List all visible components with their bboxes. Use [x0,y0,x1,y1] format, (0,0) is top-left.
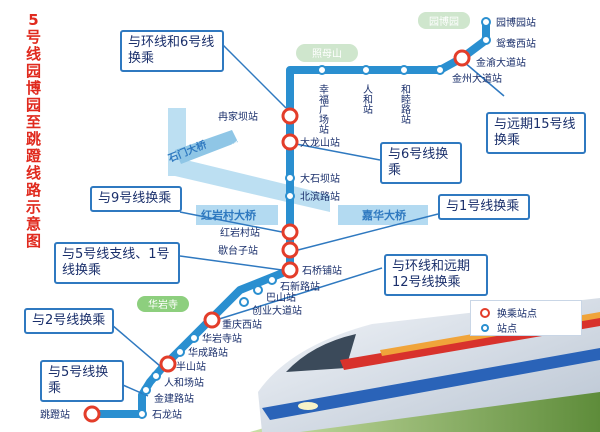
callout-shiqiaopu: 与1号线换乘 [438,194,530,220]
callout-dalongshan: 与6号线换乘 [380,142,462,184]
station-dot-bashan [253,285,263,295]
station-label-renhe: 人和站 [361,84,373,115]
station-dot-renhechang [151,371,161,381]
station-dot-heshui [399,65,409,75]
station-label-dashiba: 大石坝站 [300,172,340,185]
legend-transfer-label: 换乘站点 [497,309,537,320]
station-label-heshui: 和睦路站 [399,84,411,125]
station-dot-shixinlu [267,275,277,285]
train-windshield [286,334,356,372]
regular-stations [137,17,491,419]
callout-banshan: 与5号线换乘 [40,360,124,402]
place-badges: 园博园 照母山 华岩寺 [137,12,470,312]
huayansi-area-label: 华岩寺 [148,298,178,311]
legend: 换乘站点 站点 [470,300,582,336]
station-dot-xingfu [317,65,327,75]
transfer-dot-banshan [159,355,177,373]
station-label-chuangyedadao: 创业大道站 [252,304,302,317]
hongyancun-bridge-band [196,205,278,225]
station-dot-huachenglu [175,347,185,357]
station-label-yuanboyuan: 园博园站 [496,16,536,29]
station-label-huayansi: 华岩寺站 [202,332,242,345]
callout-leaders [99,43,505,397]
vertical-station-labels: 幸福广场站 人和站 和睦路站 [317,84,411,135]
station-label-xingfu: 幸福广场站 [317,84,329,135]
station-dot-chuangyedadao [239,297,249,307]
station-dot-yuanyangxi [481,35,491,45]
legend-transfer-row: 换乘站点 [479,305,537,320]
yuanboyuan-park-badge [418,12,470,29]
station-label-renhechang: 人和场站 [164,376,204,389]
callout-xietaizi: 与5号线支线、1号线换乘 [54,242,180,284]
station-label-shiqiaopu: 石桥铺站 [302,264,342,277]
transfer-dot-ranjiaba [281,107,299,125]
jiahua-bridge-label: 嘉华大桥 [361,208,407,222]
shimen-bridge-band [175,130,238,164]
callout-huayansi: 与2号线换乘 [24,308,114,334]
station-labels: 园博园站 鸳鸯西站 金渝大道站 金州大道站 冉家坝站 大龙山站 大石坝站 北滨路… [40,16,536,421]
hongyancun-bridge-label: 红岩村大桥 [201,208,257,222]
station-dot-shilong [137,409,147,419]
station-label-ranjiaba: 冉家坝站 [218,110,258,123]
zhaomushan-label: 照母山 [312,48,342,60]
station-dot-beibinlu [285,191,295,201]
train-blue-stripe [262,348,600,420]
station-label-jinjianlu: 金建路站 [154,392,194,405]
callout-hongyancun: 与9号线换乘 [90,186,182,212]
callout-ranjiaba: 与环线和6号线换乘 [120,30,224,72]
yuanboyuan-park-label: 园博园 [429,15,459,28]
transfer-dot-jinyudadao [453,49,471,67]
station-dot-huayansi [189,333,199,343]
transfer-dot-dalongshan [281,133,299,151]
legend-station-label: 站点 [497,324,517,335]
station-label-xietaizi: 歇台子站 [218,244,258,257]
station-label-yuanyangxi: 鸳鸯西站 [496,37,536,50]
station-label-shixinlu: 石新路站 [280,280,320,293]
station-label-jinzhoudadao: 金州大道站 [452,72,502,85]
station-icon [481,323,489,332]
station-label-banshan: 半山站 [176,360,206,373]
transfer-dot-tiaodeng [83,405,101,423]
station-label-hongyancun: 红岩村站 [220,226,260,239]
station-label-jinyudadao: 金渝大道站 [476,56,526,69]
station-label-chongqingxi: 重庆西站 [222,318,262,331]
transfer-stations [83,49,471,423]
map-title: 5号线园博园至跳蹬线路示意图 [25,11,42,250]
transfer-dot-shiqiaopu [281,261,299,279]
station-label-dalongshan: 大龙山站 [300,136,340,149]
transfer-station-icon [480,307,490,318]
transfer-dot-xietaizi [281,241,299,259]
callout-jinyu: 与远期15号线换乘 [486,112,586,154]
station-dot-jinjianlu [141,385,151,395]
station-dot-jinzhoudadao [435,65,445,75]
station-dot-dashiba [285,173,295,183]
station-dot-yuanboyuan [481,17,491,27]
huayansi-badge [137,296,189,312]
station-label-huachenglu: 华成路站 [188,346,228,359]
station-label-tiaodeng: 跳蹬站 [40,408,70,421]
train-headlight [298,402,318,410]
callout-chongqingxi: 与环线和远期12号线换乘 [384,254,488,296]
station-dot-renhe [361,65,371,75]
legend-station-row: 站点 [479,320,517,335]
jiahua-bridge-band [338,205,428,225]
transfer-dot-hongyancun [281,223,299,241]
station-label-shilong: 石龙站 [152,408,182,421]
transfer-dot-chongqingxi [203,311,221,329]
station-label-bashan: 巴山站 [266,291,296,304]
zhaomushan-badge [296,44,358,62]
station-label-beibinlu: 北滨路站 [300,190,340,203]
